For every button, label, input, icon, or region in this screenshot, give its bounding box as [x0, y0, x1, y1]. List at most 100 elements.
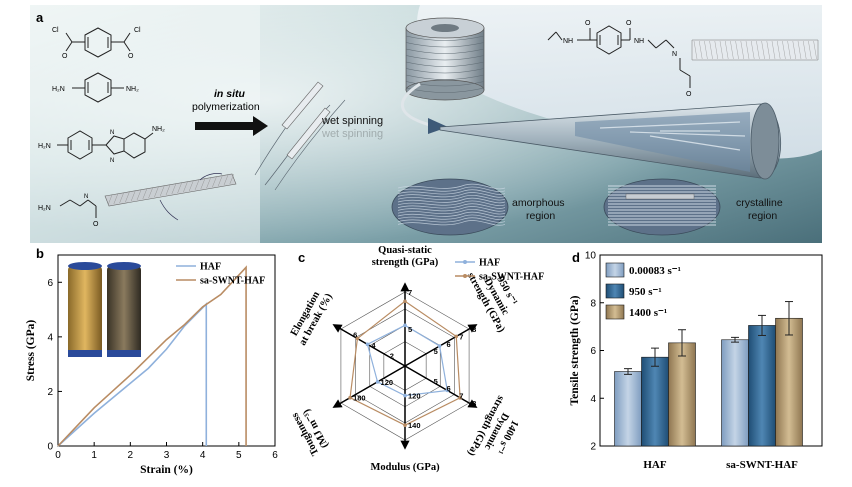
nanotube-illustration [104, 173, 237, 221]
chart-c-axis-tick-label: 7 [459, 332, 463, 341]
chart-d-legend-label: 0.00083 s⁻¹ [629, 265, 681, 277]
polymer-tube-lattice-line [704, 40, 708, 60]
spool-winding-line [405, 48, 485, 54]
polymer-tube-lattice-line [735, 40, 739, 60]
chart-c-series-point [348, 395, 352, 400]
chart-b-legend-label: sa-SWNT-HAF [200, 276, 265, 287]
chart-c-axis-title: strength (GPa) [372, 257, 439, 268]
chart-c-axis-tick-label: 7 [459, 392, 463, 401]
chart-c-axis-tick-label: 5 [434, 347, 438, 356]
panel-c: c 5756785678120140120180246Quasi-statics… [289, 245, 544, 473]
chart-b-x-tick-label: 4 [200, 450, 206, 461]
chart-b-x-tick-label: 5 [236, 450, 242, 461]
chart-d-category-label: HAF [643, 459, 667, 471]
polymer-tube-lattice-line [777, 40, 781, 60]
nanotube-lattice-line [154, 186, 159, 198]
chart-d-y-tick-label: 2 [590, 442, 596, 453]
polymer-tube-lattice-line [808, 40, 812, 60]
atom-o-2: O [128, 53, 134, 60]
polymer-tube-lattice-line [751, 40, 755, 60]
polymer-atom-nh-a: NH [563, 38, 573, 45]
arrow-label-polymerization: polymerization [192, 101, 260, 113]
amorphous-chain-line [397, 200, 506, 207]
chart-c-axis-tick-label: 4 [371, 341, 376, 350]
chart-c-axis-tick-label: 140 [408, 421, 421, 430]
chart-c-axis-tick-label: 6 [353, 330, 357, 339]
chart-c-axis-title: Modulus (GPa) [370, 462, 440, 473]
chart-c-series-point [355, 336, 360, 341]
chart-d-y-tick-label: 6 [590, 346, 596, 357]
region-crystalline-line1: crystalline [736, 197, 783, 209]
nanotube-lattice-line [189, 180, 194, 192]
polymer-atom-n-c: N [672, 51, 677, 58]
chart-b-x-tick-label: 6 [272, 450, 278, 461]
chart-b-bobbins [68, 262, 141, 357]
panel-label-a: a [36, 10, 44, 25]
nanotube-lattice-line [177, 182, 182, 194]
chart-c-series-point [375, 380, 380, 384]
nanotube-lattice-line [107, 194, 113, 206]
chart-c-axis-tick-label: 8 [472, 399, 476, 408]
chart-c-axis-title: Quasi-static [378, 245, 432, 256]
nanotube-lattice-line [148, 187, 153, 199]
polymer-tube-lattice-line [756, 40, 760, 60]
nanotube-lattice-line [131, 190, 136, 202]
polymer-tube-lattice-line [771, 40, 776, 60]
chart-d-legend-swatch [605, 283, 625, 299]
spool-winding-line [405, 81, 485, 87]
chart-c-legend-marker [463, 260, 467, 264]
atom-cl-1: Cl [52, 27, 59, 34]
atom-cl-2: Cl [134, 27, 141, 34]
monomer-phenylenediamine [72, 72, 124, 103]
chart-c-legend-marker [463, 274, 467, 278]
region-crystalline-line2: region [748, 210, 777, 222]
atom-h2n-2: H₂N [38, 143, 51, 150]
chart-c-axis-tick-label: 2 [390, 351, 394, 360]
monomer-benzimidazole-diamine [57, 130, 154, 160]
nanotube-lattice-line [165, 184, 171, 196]
chart-c-series-point [437, 344, 442, 348]
chart-d-legend-swatch [605, 262, 625, 278]
panel-label-c: c [298, 250, 305, 265]
polymer-tube-lattice-line [745, 40, 750, 60]
atom-o-1: O [62, 53, 68, 60]
polymer-tube-lattice-line [730, 40, 734, 60]
panel-label-d: d [572, 250, 580, 265]
chart-b-x-tick-label: 0 [55, 450, 61, 461]
polymer-structure [547, 25, 691, 88]
chart-d-legend-label: 950 s⁻¹ [629, 286, 662, 298]
nanotube-lattice-line [125, 191, 130, 203]
nanotube-lattice-line [218, 175, 223, 187]
amorphous-chain-line [397, 217, 506, 223]
nanotube-lattice-line [171, 183, 176, 195]
polymer-tube-lattice-line [699, 40, 703, 60]
chart-b-y-tick-label: 4 [47, 332, 53, 343]
amorphous-chain-line [397, 211, 506, 218]
polymer-tube-lattice-line [714, 40, 718, 60]
spool-winding-line [405, 61, 485, 67]
nanotube-lattice-line [136, 189, 142, 201]
chart-c-axis-tick-label: 7 [408, 288, 412, 297]
polymer-tube-lattice-line [787, 40, 791, 60]
chart-c-series-point [403, 423, 407, 428]
spool-winding-line [405, 35, 485, 41]
chart-b-y-tick-label: 6 [47, 278, 53, 289]
nanotube-lattice-line [113, 193, 118, 205]
chart-b-y-axis-label: Stress (GPa) [25, 320, 37, 382]
amorphous-chain-line [397, 208, 506, 215]
chart-c-axis-tick-label: 6 [446, 384, 450, 393]
chart-c-series-point [365, 342, 370, 347]
nanotube-lattice-line [119, 192, 124, 204]
atom-hn-1: N [110, 158, 114, 164]
nanotube-lattice-line [229, 173, 234, 185]
nanotube-lattice-line [160, 185, 165, 197]
spool-winding-line [405, 74, 485, 80]
chart-d-y-tick-label: 4 [590, 394, 596, 405]
spool-winding-line [405, 55, 485, 61]
amorphous-chain-line [397, 203, 506, 209]
chart-c-series-point [445, 388, 450, 393]
chart-b-x-tick-label: 3 [164, 450, 170, 461]
